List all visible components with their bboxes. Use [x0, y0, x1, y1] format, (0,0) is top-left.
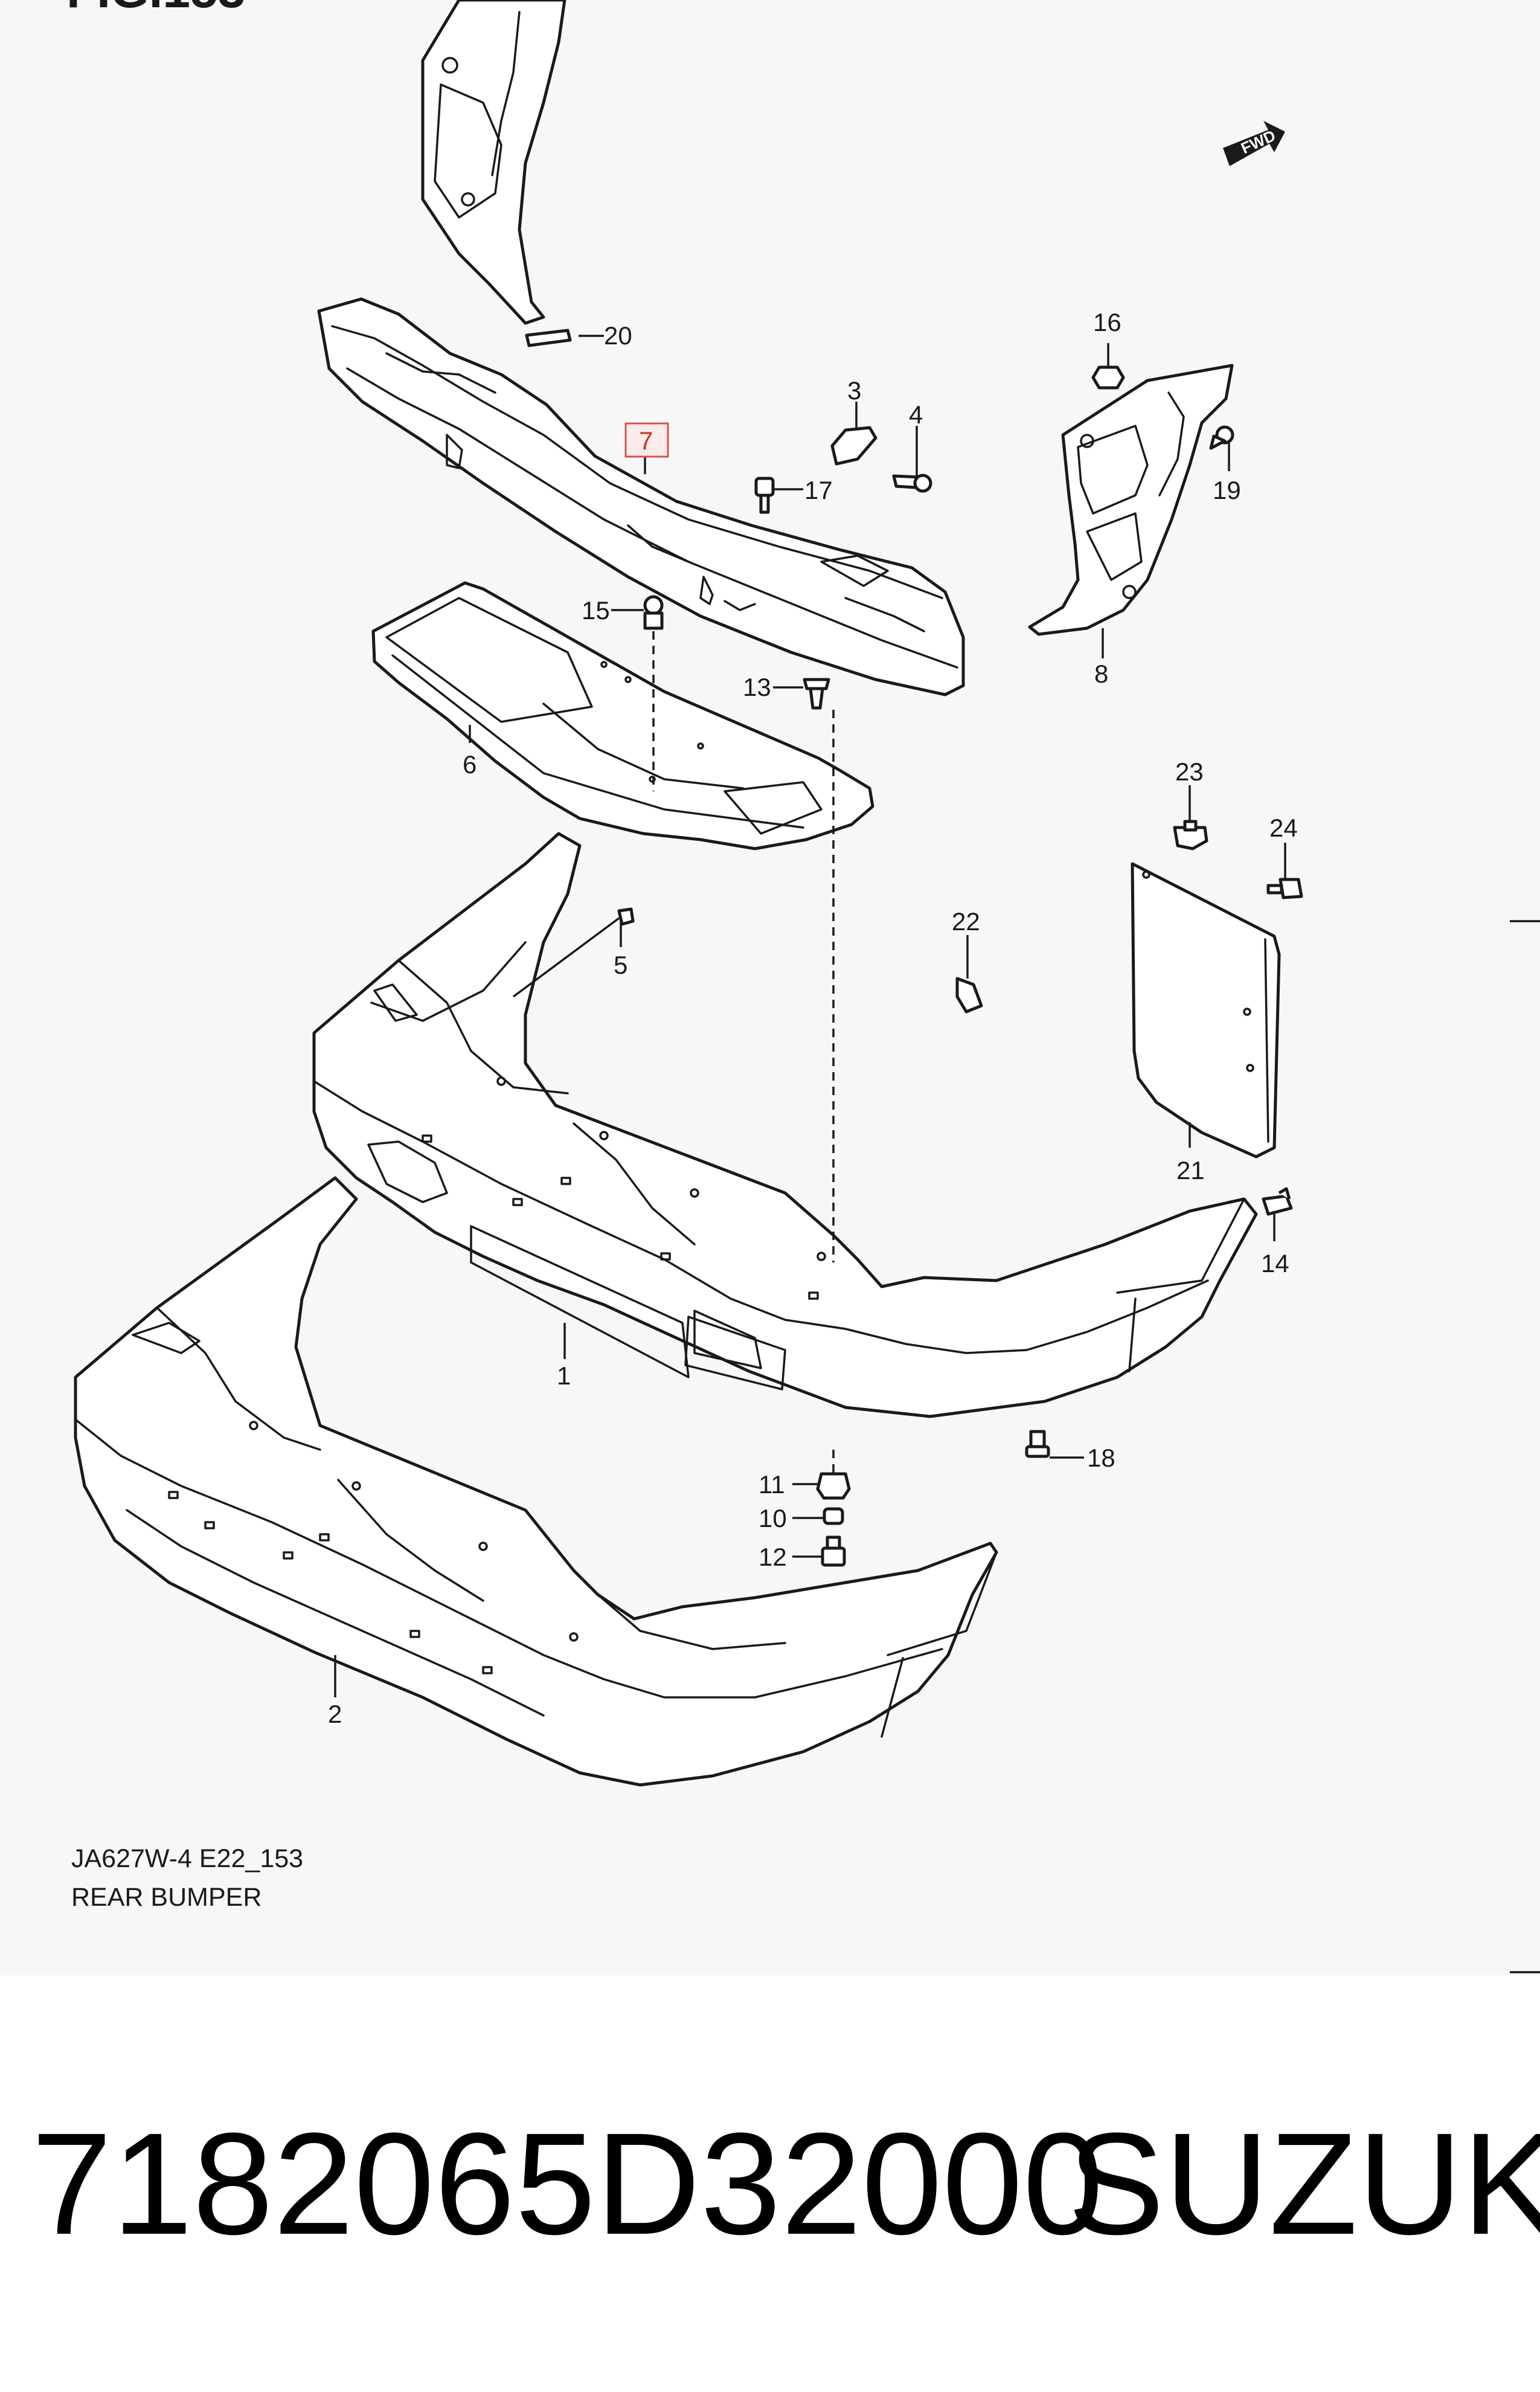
parts-diagram: FIG.153 FWD [66, 0, 1540, 1973]
callout-16[interactable]: 17 [804, 476, 833, 504]
callout-4[interactable]: 4 [909, 400, 923, 429]
callout-22[interactable]: 22 [952, 907, 980, 936]
part-6-step-plate [371, 581, 874, 850]
callout-labels: 20 3 4 17 16 19 7 8 15 13 6 5 22 23 24 2… [328, 308, 1298, 1728]
callout-21[interactable]: 21 [1176, 1156, 1205, 1185]
part-3-bracket [830, 426, 877, 466]
callout-1[interactable]: 1 [557, 1362, 571, 1390]
callout-23[interactable]: 23 [1175, 757, 1204, 786]
part-2-bumper [74, 1176, 998, 1787]
part-22-bracket-icon [955, 977, 983, 1014]
callout-12[interactable]: 13 [743, 673, 771, 701]
svg-text:FWD: FWD [1238, 126, 1278, 157]
callout-18[interactable]: 12 [759, 1543, 787, 1571]
part-number: 7182065D32000 [31, 2103, 1104, 2265]
part-8-side-bracket [1028, 364, 1234, 636]
callout-20[interactable]: 20 [604, 321, 632, 350]
part-23-grommet-icon [1173, 820, 1208, 850]
part-4-screw-icon [892, 474, 932, 493]
part-1-bumper-cover [312, 832, 1258, 1418]
part-13-clip-icon [1262, 1187, 1293, 1216]
part-10-washer-icon [823, 1507, 844, 1525]
callout-7[interactable]: 7 [639, 426, 653, 455]
leader-lines [334, 335, 1286, 1697]
part-11-nut-icon [816, 1472, 851, 1500]
part-19-screw-icon [1209, 425, 1234, 450]
callout-8[interactable]: 8 [1094, 660, 1108, 688]
part-24-bolt-icon [1266, 878, 1303, 899]
callout-3[interactable]: 3 [847, 376, 861, 405]
part-17-bolt-icon [1025, 1430, 1050, 1458]
callout-2[interactable]: 2 [328, 1700, 342, 1728]
fig-label: FIG.153 [66, 0, 245, 18]
part-7-reinforcement [317, 297, 965, 696]
part-21-mud-flap [1131, 862, 1281, 1159]
diagram-code: JA627W-4 E22_153 [71, 1844, 304, 1873]
diagram-title: REAR BUMPER [71, 1883, 262, 1912]
brand-name: SUZUKI [1068, 2103, 1540, 2265]
callout-6[interactable]: 6 [463, 750, 476, 779]
part-20-side-bracket [421, 0, 572, 347]
part-14-clip-icon [643, 595, 664, 630]
part-18-bolt-icon [821, 1535, 846, 1567]
callout-13[interactable]: 14 [1261, 1249, 1289, 1278]
callout-19[interactable]: 19 [1213, 476, 1241, 504]
fwd-arrow-icon: FWD [1223, 121, 1285, 166]
callout-5[interactable]: 5 [614, 951, 627, 979]
part-5-clip-icon [617, 907, 635, 926]
part-16-bolt-icon [754, 477, 775, 514]
callout-11[interactable]: 11 [759, 1470, 785, 1499]
highlight-box [624, 422, 669, 458]
part-15-nut-icon [1091, 365, 1125, 390]
callout-14[interactable]: 15 [582, 596, 610, 625]
diagram-panel: FIG.153 FWD [66, 0, 1540, 1973]
callout-10[interactable]: 10 [759, 1504, 787, 1532]
part-12-clip-icon [803, 678, 830, 710]
callout-15[interactable]: 16 [1093, 308, 1121, 336]
callout-17[interactable]: 18 [1087, 1444, 1115, 1472]
callout-24[interactable]: 24 [1269, 814, 1298, 842]
